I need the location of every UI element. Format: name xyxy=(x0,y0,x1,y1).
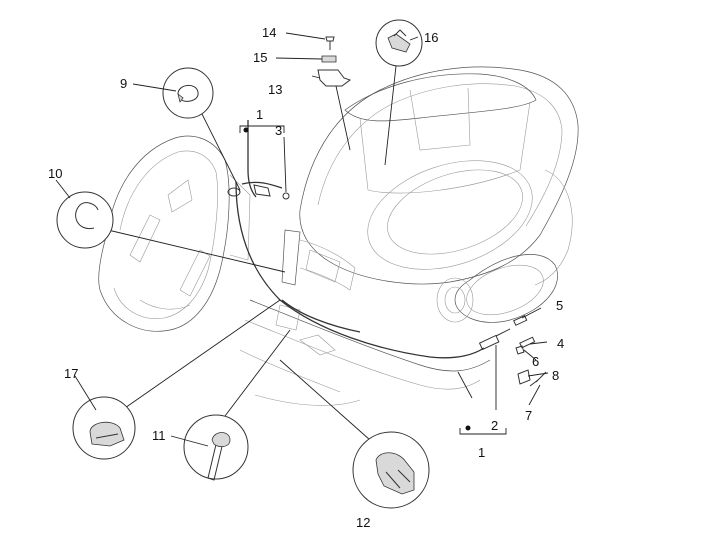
label-4: 4 xyxy=(557,336,564,351)
group-dot-top xyxy=(243,127,249,133)
label-8: 8 xyxy=(552,368,559,383)
part-15-nut xyxy=(321,55,337,63)
number-leaders xyxy=(55,32,549,447)
part-6-nut xyxy=(515,345,525,355)
callout-circle-11 xyxy=(183,414,249,480)
group-dot-bottom xyxy=(465,425,471,431)
label-7: 7 xyxy=(525,408,532,423)
callout-group-9 xyxy=(162,67,241,191)
right-hardware xyxy=(513,314,547,387)
callout-group-10 xyxy=(56,191,286,273)
part-10-ring xyxy=(75,202,99,230)
part-12-holder xyxy=(375,452,415,495)
label-14: 14 xyxy=(262,25,276,40)
label-11: 11 xyxy=(152,428,166,443)
label-1-bottom: 1 xyxy=(478,445,485,460)
callout-circle-10 xyxy=(56,191,114,249)
label-9: 9 xyxy=(120,76,127,91)
label-6: 6 xyxy=(532,354,539,369)
part-13-bracket xyxy=(317,69,352,87)
cable-assembly xyxy=(227,120,511,359)
callout-group-12 xyxy=(279,359,430,509)
callout-group-11 xyxy=(183,329,291,481)
part-8-clip xyxy=(517,369,531,385)
label-2: 2 xyxy=(491,418,498,433)
callout-group-17 xyxy=(72,299,281,460)
part-4-adjuster xyxy=(519,336,536,349)
callout-circle-9 xyxy=(162,67,214,119)
label-10: 10 xyxy=(48,166,62,181)
label-13: 13 xyxy=(268,82,282,97)
label-15: 15 xyxy=(253,50,267,65)
label-12: 12 xyxy=(356,515,370,530)
label-3: 3 xyxy=(275,123,282,138)
part-17-clamp xyxy=(89,421,125,447)
scooter-body xyxy=(98,66,579,406)
part-9-clip xyxy=(177,85,199,102)
part-5-nipple xyxy=(513,314,528,326)
label-17: 17 xyxy=(64,366,78,381)
callout-labels: 14 15 16 13 9 1 3 10 5 4 6 8 17 7 2 11 1… xyxy=(48,25,564,530)
label-5: 5 xyxy=(556,298,563,313)
top-hardware xyxy=(311,19,423,166)
label-1-top: 1 xyxy=(256,107,263,122)
label-16: 16 xyxy=(424,30,438,45)
part-14-screw xyxy=(325,36,335,42)
